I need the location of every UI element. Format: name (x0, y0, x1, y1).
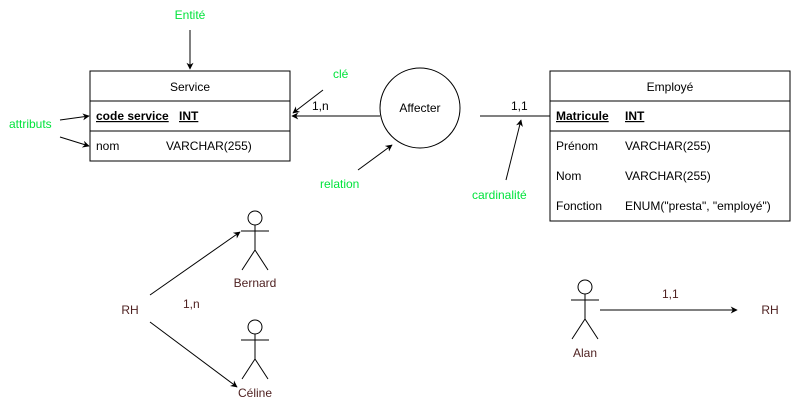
employe-box (549, 70, 791, 222)
service-box (89, 70, 291, 162)
employe-key-field: Matricule (556, 109, 609, 123)
employe-attr-type: VARCHAR(255) (625, 169, 711, 183)
entity-service[interactable]: Service code service INT nom VARCHAR(255… (89, 70, 291, 162)
annotation-cardinalite: cardinalité (472, 188, 527, 202)
employe-attr-name: Prénom (556, 139, 598, 153)
person-icon (241, 210, 269, 271)
employe-title: Employé (647, 80, 694, 94)
cardinality-left: 1,n (312, 99, 329, 113)
service-title: Service (170, 80, 210, 94)
entity-employe[interactable]: Employé Matricule INT Prénom VARCHAR(255… (549, 70, 791, 222)
example-left-source: RH (121, 303, 138, 317)
annotation-attributs-arrow (59, 113, 90, 121)
person-icon (571, 279, 599, 340)
service-attr-name: nom (96, 139, 119, 153)
service-attr-type: VARCHAR(255) (166, 139, 252, 153)
actor-label: Céline (238, 386, 272, 400)
annotation-cle: clé (333, 67, 349, 81)
actor-alan[interactable]: Alan (571, 279, 599, 360)
annotation-entite: Entité (175, 8, 206, 22)
employe-key-type: INT (625, 109, 645, 123)
example-left-arrow-bernard (149, 231, 241, 296)
relation-circle (379, 67, 461, 149)
relation-label: Affecter (399, 101, 440, 115)
actor-bernard[interactable]: Bernard (234, 210, 277, 290)
annotations: Entité attributs clé relation cardinalit… (9, 8, 527, 202)
relation-affecter[interactable]: Affecter 1,n 1,1 (291, 67, 550, 149)
annotation-relation-arrow (357, 144, 393, 171)
annotation-relation: relation (320, 177, 359, 191)
annotation-attributs-arrow (59, 136, 90, 148)
actor-label: Alan (573, 346, 597, 360)
service-key-field: code service (96, 109, 169, 123)
annotation-cardinalite-arrow (505, 119, 523, 181)
employe-attr-name: Nom (556, 169, 581, 183)
annotation-attributs: attributs (9, 117, 52, 131)
cardinality-right: 1,1 (511, 99, 528, 113)
example-left: RH 1,n Bernard Céline (121, 210, 277, 400)
employe-attr-name: Fonction (556, 199, 602, 213)
person-icon (241, 319, 269, 380)
example-right-target: RH (761, 303, 778, 317)
example-left-arrow-celine (149, 321, 238, 388)
employe-attr-type: VARCHAR(255) (625, 139, 711, 153)
service-key-type: INT (179, 109, 199, 123)
example-left-cardinality: 1,n (183, 297, 200, 311)
example-right-cardinality: 1,1 (662, 287, 679, 301)
actor-label: Bernard (234, 276, 277, 290)
example-right: Alan 1,1 RH (571, 279, 779, 360)
employe-attr-type: ENUM("presta", "employé") (625, 199, 771, 213)
actor-celine[interactable]: Céline (238, 319, 272, 400)
annotation-cle-arrow (292, 89, 324, 114)
